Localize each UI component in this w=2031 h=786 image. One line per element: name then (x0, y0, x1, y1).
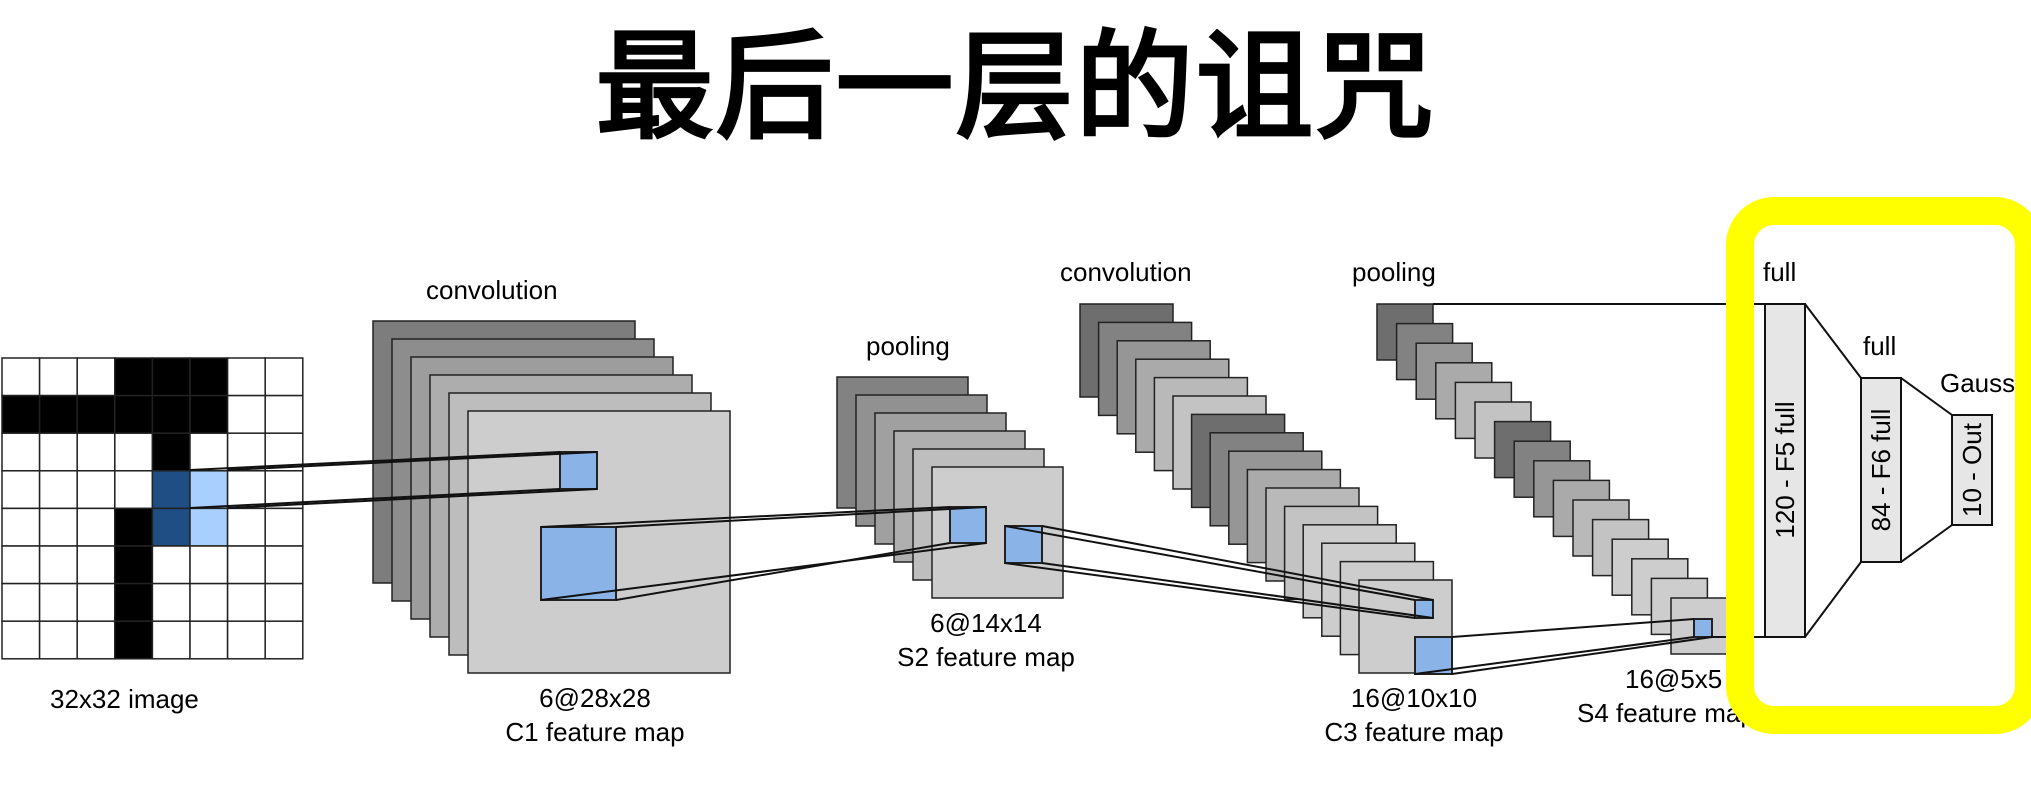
input-grid-cell (1, 470, 41, 510)
c3-size-label: 16@10x10 (1351, 683, 1477, 713)
input-grid-cell (226, 507, 266, 547)
page-title: 最后一层的诅咒 (595, 18, 1436, 156)
c3-name-label: C3 feature map (1324, 717, 1503, 747)
input-grid-cell (114, 470, 154, 510)
full2-label: full (1863, 331, 1896, 361)
input-grid-cell (76, 394, 116, 434)
input-grid-cell (76, 470, 116, 510)
input-grid-cell (38, 357, 78, 397)
input-grid-cell (76, 620, 116, 660)
input-grid-cell (38, 582, 78, 622)
f6-label: 84 - F6 full (1866, 409, 1896, 532)
input-grid-cell (189, 470, 229, 510)
f5-layer-box (1764, 303, 1806, 638)
input-grid-cell (76, 507, 116, 547)
input-grid-cell (38, 432, 78, 472)
input-grid-cell (264, 545, 304, 585)
input-grid-cell (1, 620, 41, 660)
input-grid-cell (189, 394, 229, 434)
input-grid-cell (226, 470, 266, 510)
f6-layer-box (1860, 377, 1902, 563)
s2-name-label: S2 feature map (897, 642, 1075, 672)
input-grid-cell (151, 507, 191, 547)
input-grid-cell (151, 582, 191, 622)
input-grid-cell (114, 582, 154, 622)
input-grid-cell (1, 507, 41, 547)
input-grid-cell (151, 394, 191, 434)
input-grid-cell (76, 545, 116, 585)
s4-feature-map-stack (1376, 303, 1728, 655)
full1-label: full (1763, 257, 1796, 287)
input-grid-cell (1, 394, 41, 434)
input-grid-cell (226, 545, 266, 585)
s4-size-label: 16@5x5 (1625, 664, 1722, 694)
input-grid-cell (189, 582, 229, 622)
input-grid-cell (264, 582, 304, 622)
input-grid-cell (151, 545, 191, 585)
input-grid-cell (264, 507, 304, 547)
input-grid-cell (264, 394, 304, 434)
input-caption: 32x32 image (50, 684, 199, 714)
input-grid-cell (226, 432, 266, 472)
input-grid-cell (38, 507, 78, 547)
input-grid-cell (151, 620, 191, 660)
c3-receptive-patch-small (1414, 599, 1434, 619)
input-grid-cell (76, 582, 116, 622)
input-grid-cell (189, 545, 229, 585)
c3-receptive-patch-large (1414, 636, 1453, 675)
input-grid-cell (1, 582, 41, 622)
s2-feature-map-stack (836, 376, 1064, 599)
input-grid-cell (38, 470, 78, 510)
c1-feature-map-stack (372, 320, 731, 674)
input-grid-cell (151, 470, 191, 510)
s4-name-label: S4 feature map (1577, 698, 1755, 728)
input-grid-cell (189, 507, 229, 547)
input-grid-cell (189, 620, 229, 660)
pool1-label: pooling (866, 331, 950, 361)
c1-name-label: C1 feature map (505, 717, 684, 747)
input-grid-cell (76, 432, 116, 472)
input-grid-cell (1, 357, 41, 397)
input-grid-cell (114, 357, 154, 397)
input-grid-cell (226, 582, 266, 622)
s2-size-label: 6@14x14 (930, 608, 1042, 638)
s2-receptive-patch-left (949, 506, 987, 544)
input-grid-cell (1, 545, 41, 585)
input-grid-cell (114, 545, 154, 585)
input-grid-cell (226, 620, 266, 660)
out-label: 10 - Out (1957, 422, 1987, 517)
highlight-frame (1726, 197, 2031, 734)
input-grid-cell (38, 620, 78, 660)
f5-label: 120 - F5 full (1770, 401, 1800, 538)
conv1-label: convolution (426, 275, 558, 305)
input-grid-cell (1, 432, 41, 472)
input-grid-cell (38, 545, 78, 585)
input-grid-cell (38, 394, 78, 434)
input-grid-cell (189, 357, 229, 397)
c1-size-label: 6@28x28 (539, 683, 651, 713)
input-grid-cell (226, 357, 266, 397)
input-grid-cell (114, 620, 154, 660)
input-grid-cell (151, 357, 191, 397)
input-grid-cell (264, 620, 304, 660)
input-grid-cell (114, 394, 154, 434)
input-grid-cell (76, 357, 116, 397)
input-grid-cell (151, 432, 191, 472)
gauss-label: Gauss (1940, 368, 2015, 398)
connection-lines (189, 303, 1953, 675)
conv2-label: convolution (1060, 257, 1192, 287)
c1-receptive-patch-large (540, 526, 617, 601)
c1-receptive-patch-small (559, 451, 598, 490)
input-grid-cell (226, 394, 266, 434)
input-grid-cell (114, 432, 154, 472)
out-layer-box (1951, 414, 1993, 526)
input-image-grid (1, 357, 304, 660)
s4-receptive-patch (1693, 618, 1713, 638)
input-grid-cell (114, 507, 154, 547)
input-grid-cell (189, 432, 229, 472)
input-grid-cell (264, 357, 304, 397)
pool2-label: pooling (1352, 257, 1436, 287)
